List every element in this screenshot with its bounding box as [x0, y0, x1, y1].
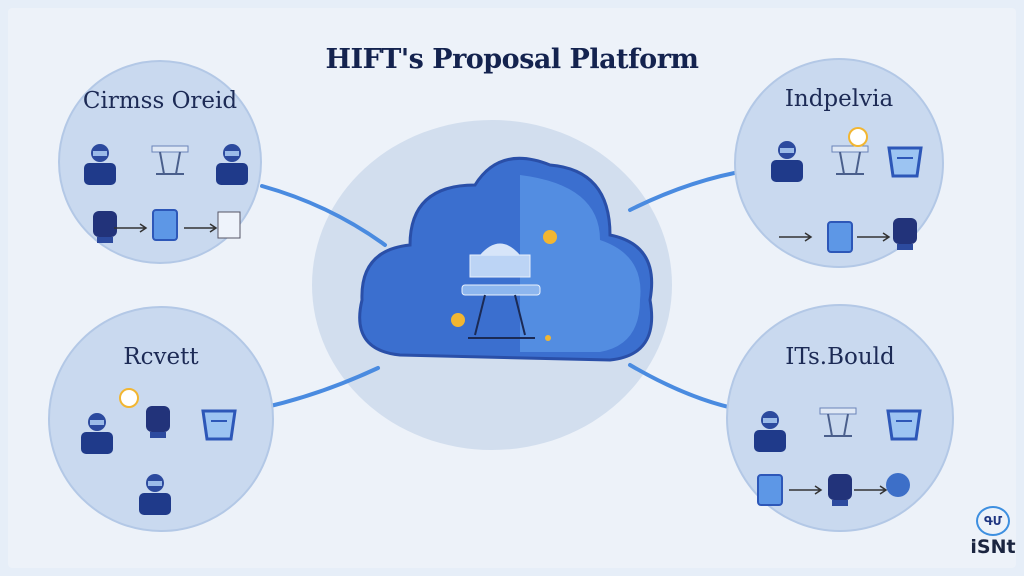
node-label: Indpelvia: [784, 86, 894, 112]
tablet-icon: [152, 209, 178, 241]
person-icon: [754, 411, 786, 452]
cloud-icon: [358, 156, 654, 362]
arrow-icon: [856, 232, 890, 242]
capitol-building-icon: [469, 243, 531, 278]
tub-icon: [201, 409, 237, 441]
glove-icon: [146, 406, 170, 438]
tablet-icon: [827, 221, 853, 253]
speech-bubble-icon: [848, 127, 868, 147]
platform-table-icon: [461, 284, 541, 339]
tub-icon: [886, 409, 922, 441]
node-label: ITs.Bould: [785, 344, 895, 370]
logo-glyph: ԳՄ: [976, 506, 1010, 536]
person-icon: [216, 144, 248, 185]
node-label: Cirmss Oreid: [82, 88, 238, 114]
node-label: Rcvett: [123, 344, 199, 370]
glove-icon: [893, 218, 917, 250]
arrow-icon: [778, 232, 812, 242]
arrow-icon: [788, 485, 822, 495]
sparkle-icon: [451, 230, 557, 341]
person-icon: [771, 141, 803, 182]
document-icon: [217, 211, 241, 239]
speech-bubble-icon: [119, 388, 139, 408]
table-icon: [151, 145, 189, 175]
tub-icon: [887, 146, 923, 178]
connector-bottom-left: [260, 366, 380, 410]
arrow-icon: [113, 223, 147, 233]
person-icon: [139, 474, 171, 515]
person-icon: [84, 144, 116, 185]
glove-icon: [828, 474, 852, 506]
page-title: HIFT's Proposal Platform: [325, 44, 700, 75]
table-icon: [819, 407, 857, 437]
connector-top-left: [260, 184, 387, 247]
device-icon: [886, 473, 910, 497]
logo-text: iSNt: [970, 536, 1016, 558]
tablet-icon: [757, 474, 783, 506]
arrow-icon: [853, 485, 887, 495]
arrow-icon: [183, 223, 217, 233]
person-icon: [81, 413, 113, 454]
brand-logo: ԳՄ iSNt: [966, 506, 1020, 558]
table-icon: [831, 145, 869, 175]
glove-icon: [93, 211, 117, 243]
